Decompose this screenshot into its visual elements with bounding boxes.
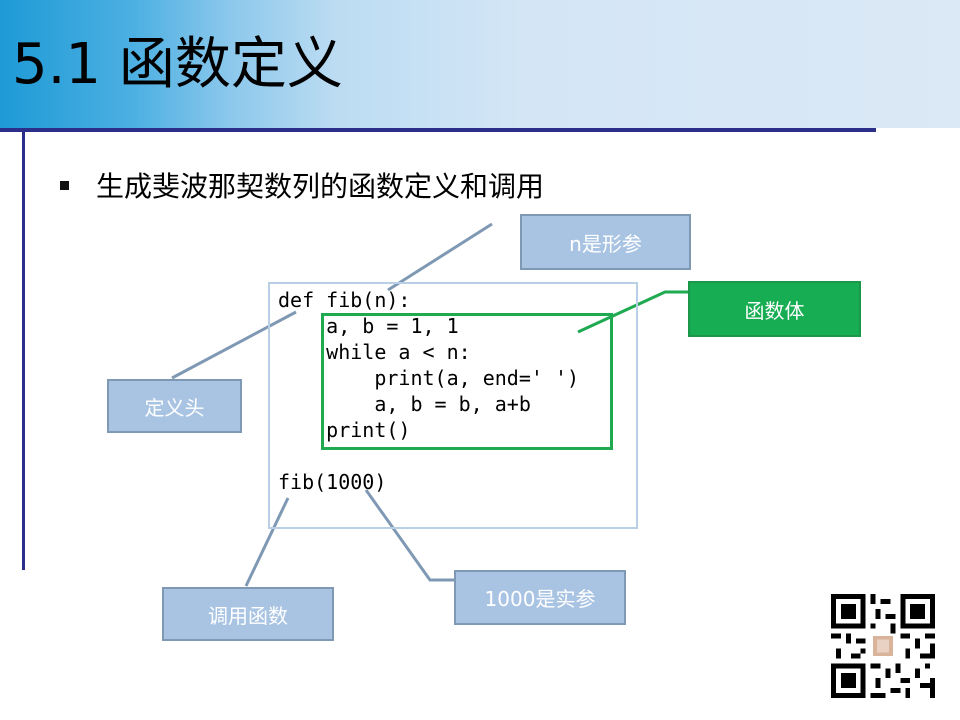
code-line: fib(1000) bbox=[278, 470, 387, 494]
header-connector bbox=[171, 310, 297, 380]
bullet-icon bbox=[60, 181, 69, 190]
code-line: print(a, end=' ') bbox=[278, 366, 580, 390]
title-divider bbox=[0, 128, 876, 132]
title-bar bbox=[0, 0, 960, 128]
code-line: while a < n: bbox=[278, 340, 471, 364]
code-line: print() bbox=[278, 418, 411, 442]
body-connector bbox=[577, 290, 688, 334]
arg-connector bbox=[364, 489, 455, 582]
function-body-frame bbox=[321, 313, 613, 450]
code-frame bbox=[268, 282, 638, 529]
left-divider bbox=[22, 132, 25, 570]
code-line: a, b = 1, 1 bbox=[278, 314, 459, 338]
param-connector bbox=[387, 222, 493, 292]
arg-callout: 1000是实参 bbox=[454, 570, 626, 625]
body-callout: 函数体 bbox=[688, 281, 861, 337]
code-line: a, b = b, a+b bbox=[278, 392, 531, 416]
slide-title: 5.1 函数定义 bbox=[12, 32, 343, 97]
code-line: def fib(n): bbox=[278, 288, 411, 312]
call-callout: 调用函数 bbox=[162, 587, 334, 641]
call-connector bbox=[244, 497, 290, 587]
header-callout: 定义头 bbox=[107, 379, 242, 433]
qr-code-icon bbox=[831, 594, 935, 698]
param-callout: n是形参 bbox=[520, 214, 691, 270]
bullet-text: 生成斐波那契数列的函数定义和调用 bbox=[96, 170, 545, 203]
